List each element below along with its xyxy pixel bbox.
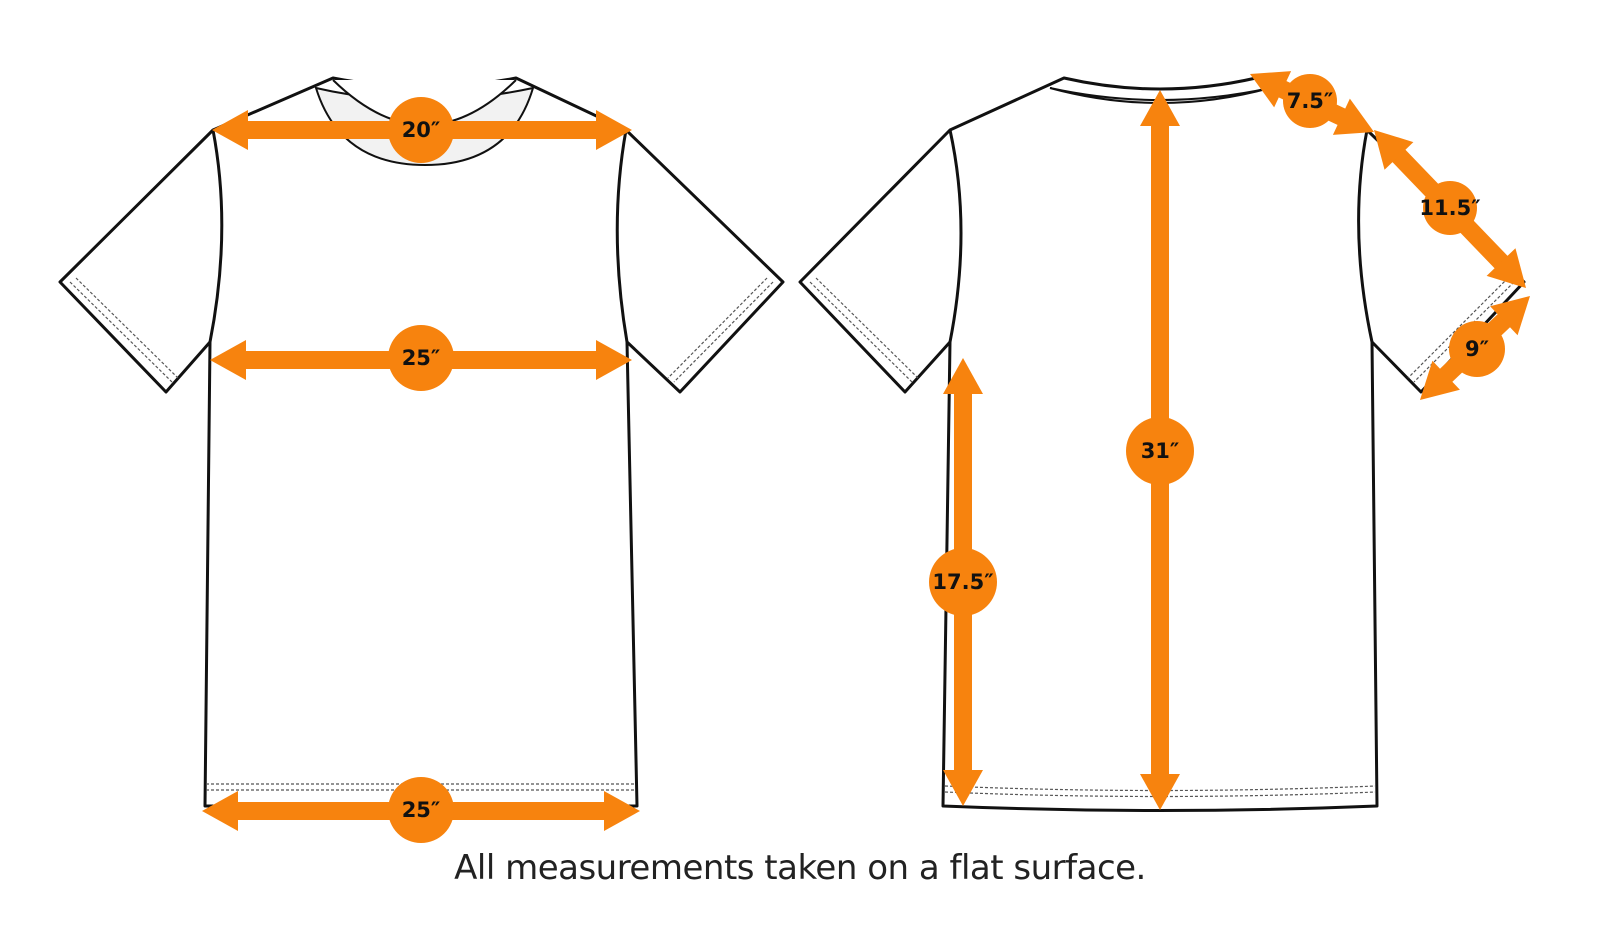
- measurement-label: 17.5″: [932, 570, 993, 594]
- measurement-label: 9″: [1465, 337, 1489, 361]
- arrowhead-start: [210, 340, 246, 380]
- arrowhead-start: [943, 358, 983, 394]
- arrowhead-end: [596, 340, 632, 380]
- measurement-badge: [1283, 74, 1337, 128]
- arrow-front-chest-top: 20″: [212, 97, 632, 163]
- arrowhead-end: [1140, 774, 1180, 810]
- front-left-cuff-stitch-2: [75, 277, 179, 379]
- measurement-badge: [1449, 321, 1505, 377]
- back-left-cuff-stitch-2: [815, 277, 919, 379]
- arrowhead-end: [596, 110, 632, 150]
- arrowhead-start: [1374, 130, 1414, 170]
- front-left-cuff-stitch: [69, 281, 173, 383]
- measurement-label: 20″: [402, 118, 441, 142]
- measurement-arrows: 20″ 25″ 25″ 31″ 17.5″: [202, 71, 1530, 843]
- back-left-armhole: [948, 129, 963, 343]
- arrowhead-end: [1332, 98, 1374, 135]
- measurement-badge: [388, 777, 454, 843]
- arrowhead-start: [1490, 296, 1530, 336]
- measurement-badge: [1423, 181, 1477, 235]
- measurement-label: 7.5″: [1287, 89, 1334, 113]
- front-left-armhole: [208, 129, 224, 343]
- front-shirt: [58, 76, 785, 808]
- measurement-badge: [929, 548, 997, 616]
- front-right-armhole: [615, 129, 629, 343]
- arrow-front-hem: 25″: [202, 777, 640, 843]
- arrowhead-end: [943, 770, 983, 806]
- back-left-cuff-stitch: [809, 281, 913, 383]
- measurement-badge: [1126, 417, 1194, 485]
- arrow-side-length: 17.5″: [929, 358, 997, 806]
- measurement-label: 31″: [1141, 439, 1180, 463]
- measurement-label: 25″: [402, 798, 441, 822]
- measurement-label: 11.5″: [1419, 196, 1480, 220]
- arrowhead-end: [1420, 360, 1460, 400]
- back-right-cuff-stitch-2: [1407, 277, 1509, 379]
- measurement-label: 25″: [402, 346, 441, 370]
- arrow-back-length: 31″: [1126, 90, 1194, 810]
- arrow-sleeve-length: 11.5″: [1374, 130, 1526, 288]
- measurement-badge: [388, 325, 454, 391]
- arrowhead-start: [212, 110, 248, 150]
- arrow-sleeve-opening: 9″: [1420, 296, 1530, 400]
- arrow-front-chest: 25″: [210, 325, 632, 391]
- arrowhead-start: [202, 791, 238, 831]
- arrowhead-start: [1140, 90, 1180, 126]
- arrowhead-start: [1250, 71, 1292, 108]
- arrowhead-end: [1486, 248, 1526, 288]
- front-shirt-body: [58, 76, 785, 808]
- front-right-cuff-stitch: [673, 281, 774, 383]
- measurement-badge: [388, 97, 454, 163]
- arrow-shoulder: 7.5″: [1250, 71, 1374, 135]
- front-right-cuff-stitch-2: [667, 277, 768, 379]
- arrowhead-end: [604, 791, 640, 831]
- back-right-armhole: [1357, 129, 1374, 343]
- caption: All measurements taken on a flat surface…: [454, 848, 1146, 888]
